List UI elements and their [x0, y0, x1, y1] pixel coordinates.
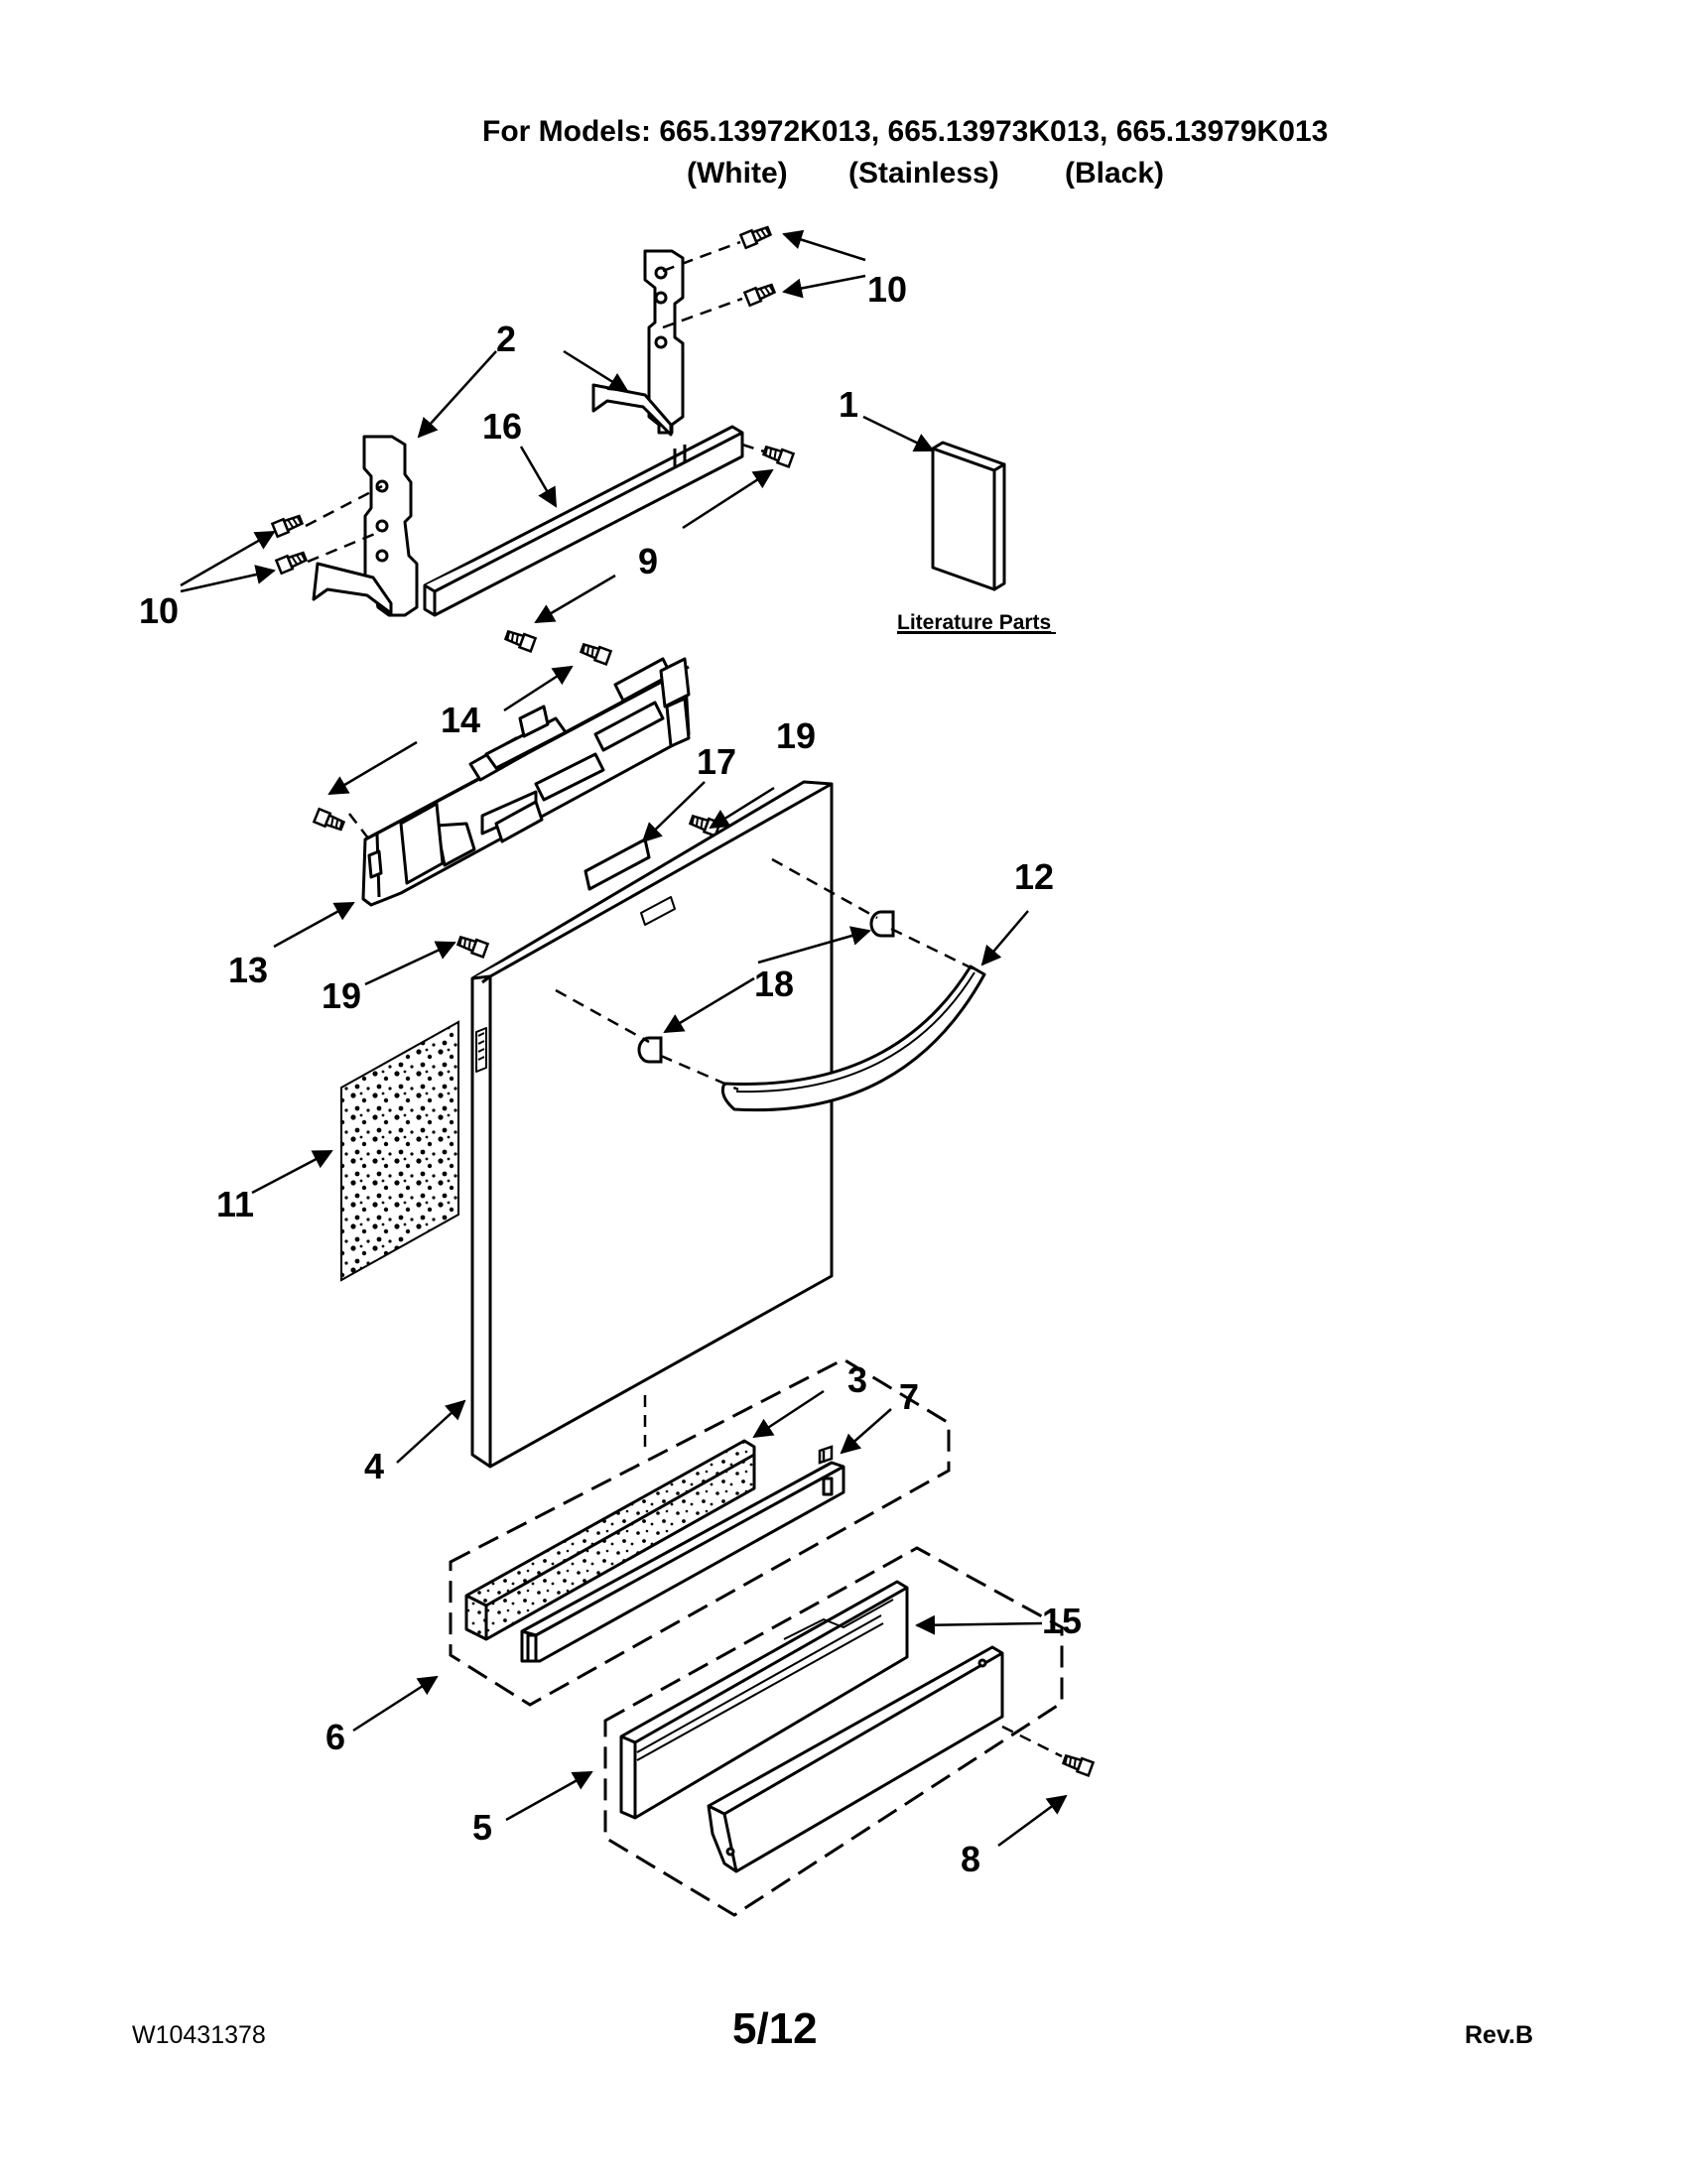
- group-box-toe-panel: [603, 1546, 1064, 1917]
- literature-book: [931, 441, 1006, 591]
- assembly-lines-top: [305, 240, 765, 564]
- toe-panel: [619, 1580, 909, 1820]
- callout-10-left: 10: [139, 590, 179, 631]
- callout-18: 18: [754, 964, 794, 1004]
- door-handle: [720, 964, 986, 1112]
- callout-6: 6: [325, 1717, 345, 1757]
- callout-17: 17: [697, 741, 736, 782]
- callout-14: 14: [441, 700, 480, 740]
- variant-white: (White): [687, 157, 788, 190]
- callout-10-top: 10: [867, 269, 907, 310]
- callout-19-left: 19: [322, 975, 361, 1016]
- top-strip: [423, 425, 744, 617]
- callout-13: 13: [228, 950, 268, 990]
- callout-5: 5: [472, 1807, 492, 1848]
- toe-bracket: [707, 1645, 1004, 1873]
- literature-parts-label: Literature Parts: [897, 611, 1051, 634]
- callout-11: 11: [216, 1184, 254, 1224]
- leader-arrows: [180, 229, 1068, 1848]
- callout-8: 8: [961, 1839, 980, 1879]
- page-number: 5/12: [732, 2004, 818, 2053]
- callout-15: 15: [1042, 1601, 1082, 1641]
- mounting-bracket-left: [312, 435, 419, 617]
- control-console: [361, 657, 691, 907]
- assembly-lines-handle: [555, 857, 974, 1449]
- callout-numbers: 1 2 3 4 5 6 7 8 9 10 10 11 12 13 14 15 1…: [139, 269, 1082, 1879]
- callout-9: 9: [638, 541, 658, 581]
- callout-1: 1: [839, 384, 858, 425]
- models-line: For Models: 665.13972K013, 665.13973K013…: [482, 115, 1329, 148]
- callout-3: 3: [847, 1359, 867, 1400]
- mounting-bracket-right: [591, 249, 685, 437]
- door-insulation: [340, 1020, 459, 1282]
- document-id: W10431378: [132, 2021, 266, 2049]
- callout-7: 7: [899, 1376, 919, 1417]
- callout-16: 16: [482, 406, 522, 447]
- callout-4: 4: [364, 1446, 384, 1486]
- kickplate-strip: [520, 1461, 845, 1663]
- kickplate-foam: [464, 1439, 756, 1641]
- callout-2: 2: [496, 319, 516, 359]
- variant-stainless: (Stainless): [848, 157, 999, 190]
- kickplate-clip: [818, 1445, 834, 1465]
- group-box-kickplate: [449, 1357, 951, 1707]
- variant-black: (Black): [1065, 157, 1165, 190]
- outer-door-panel: [470, 780, 834, 1469]
- callout-12: 12: [1014, 856, 1054, 897]
- revision-label: Rev.B: [1465, 2021, 1534, 2049]
- callout-19-top: 19: [776, 715, 816, 756]
